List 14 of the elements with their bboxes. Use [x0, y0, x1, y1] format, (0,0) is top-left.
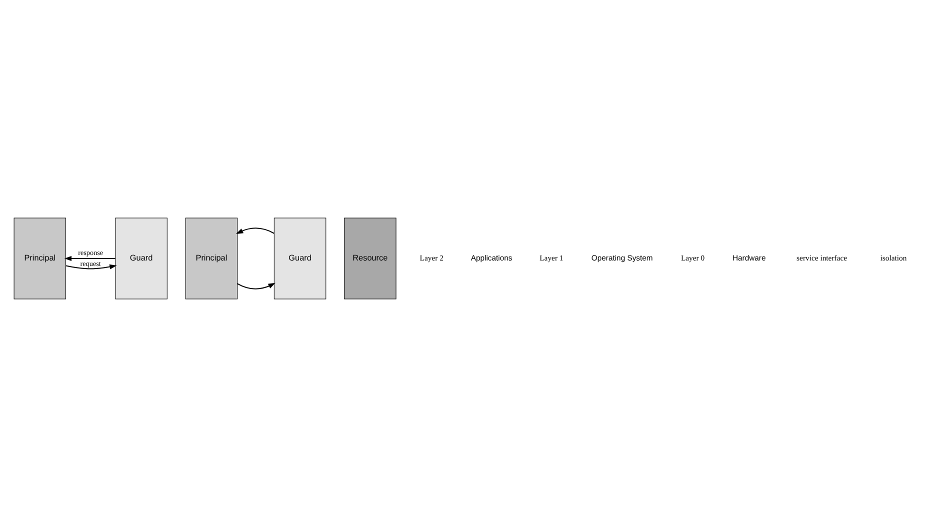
node-box: Principal — [14, 218, 66, 300]
node-box: Principal — [185, 218, 238, 300]
node-box: Guard — [115, 218, 168, 300]
label: service interface — [796, 253, 848, 262]
node-box: Resource — [344, 218, 396, 300]
arrow — [64, 256, 116, 262]
label: Layer 1 — [540, 253, 564, 262]
label: isolation — [880, 253, 907, 262]
arrow — [236, 228, 274, 234]
arrow — [237, 282, 276, 290]
node-box: Guard — [274, 218, 326, 300]
arrow — [66, 264, 117, 270]
label: Layer 0 — [680, 253, 705, 262]
label: Layer 2 — [420, 253, 444, 262]
